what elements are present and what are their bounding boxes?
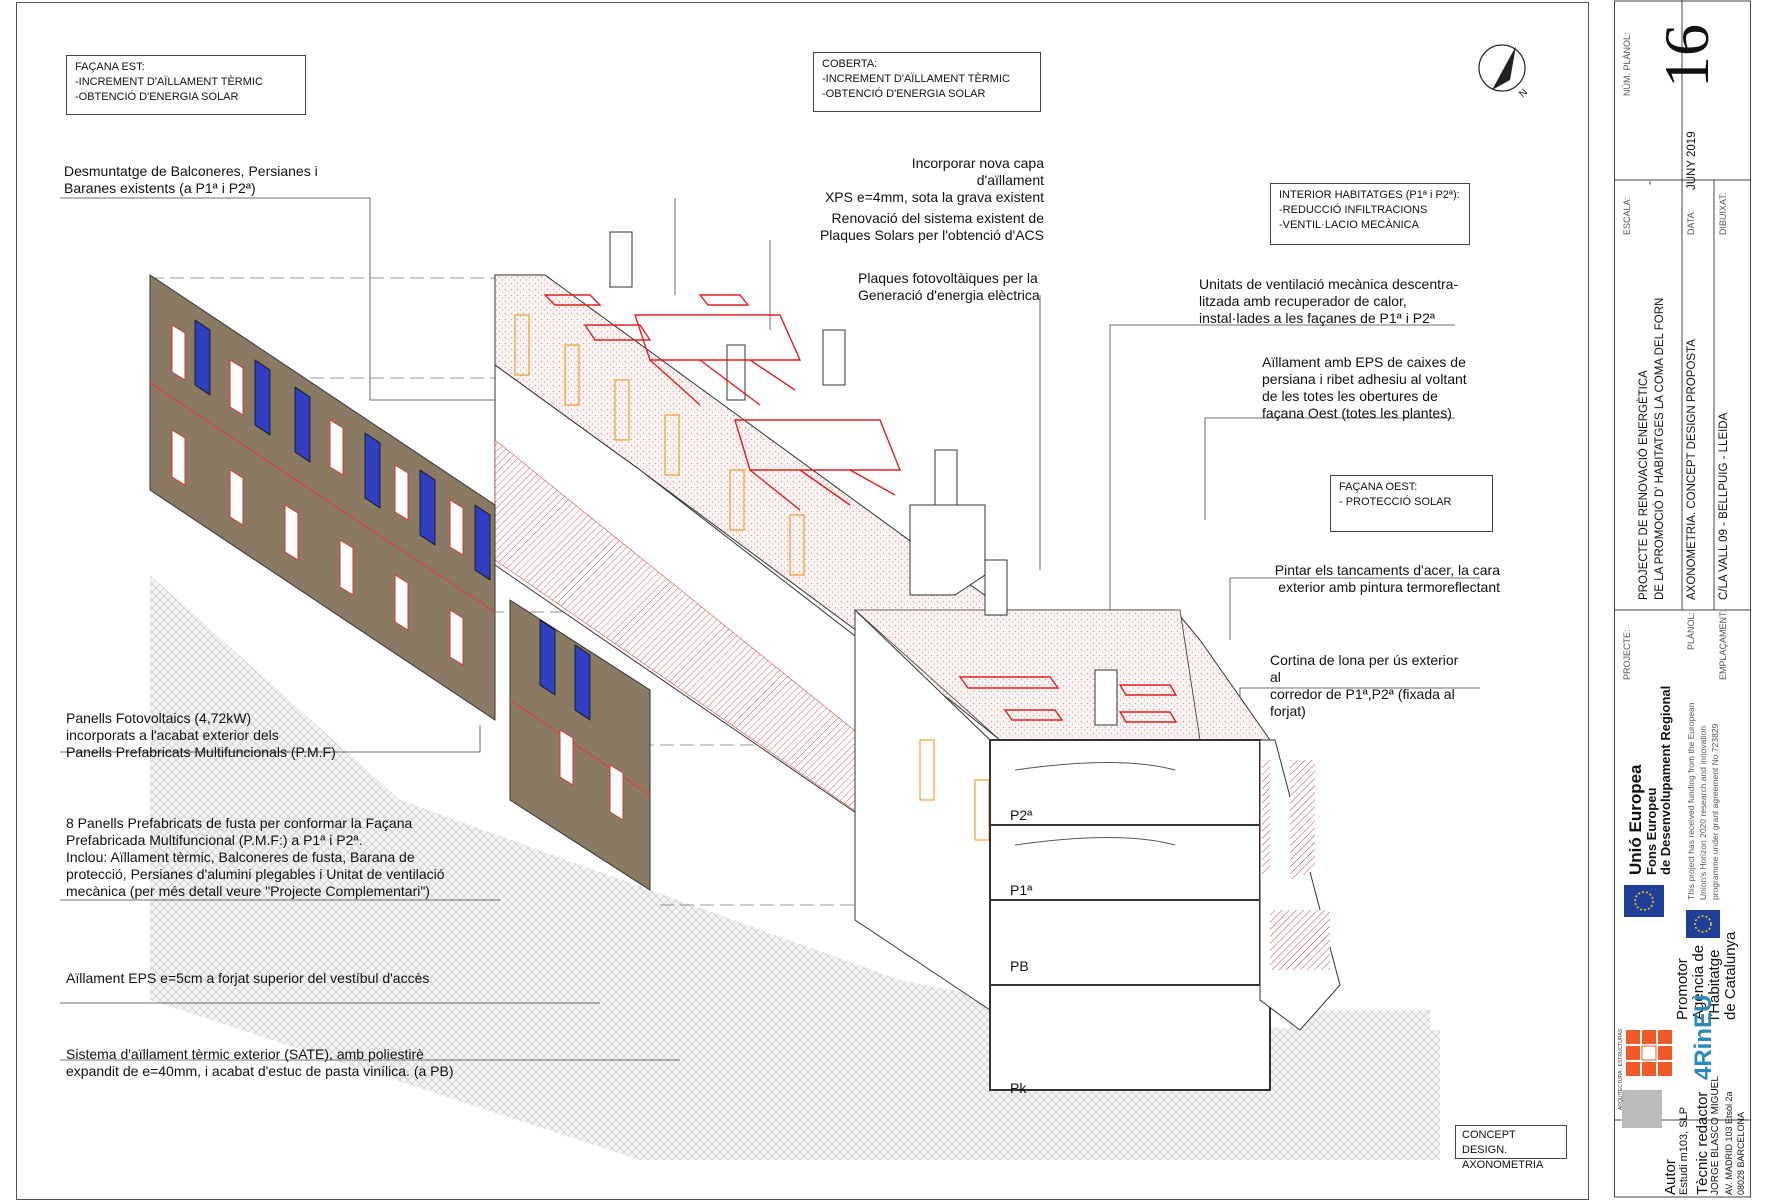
note-xps: Incorporar nova capa d'aïllament XPS e=4… <box>824 155 1044 205</box>
east-windows <box>514 314 990 841</box>
adreca-2: 08028 BARCELONA <box>1736 1111 1746 1195</box>
note-ventilacio: Unitats de ventilació mecànica descentra… <box>1199 276 1459 326</box>
note-eps-forjat: Aïllament EPS e=5cm a forjat superior de… <box>66 970 430 986</box>
escala-label: ESCALA: <box>1622 196 1632 235</box>
eu-fons: Fons Europeu <box>1644 787 1659 875</box>
note-fotovoltaiques: Plaques fotovoltàiques per la Generació … <box>858 270 1040 303</box>
box-interior: INTERIOR HABITATGES (P1ª i P2ª): -REDUCC… <box>1270 183 1470 245</box>
autor: Estudi m103, SLP <box>1678 1106 1690 1195</box>
note-cortina: Cortina de lona per ús exterior al corre… <box>1270 652 1459 719</box>
h2020-3: programme under grant agreement No 72382… <box>1710 723 1720 900</box>
level-p1: P1ª <box>1010 882 1033 898</box>
prefab-pv-panels <box>194 319 591 721</box>
note-panells-fv: Panells Fotovoltaics (4,72kW) incorporat… <box>66 710 336 760</box>
projecte-2: DE LA PROMOCIÓ D' HABITATGES LA COMA DEL… <box>1654 297 1666 600</box>
level-pb: PB <box>1010 958 1029 974</box>
projecte-label: PROJECTE: <box>1622 629 1632 680</box>
projecte-1: PROJECTE DE RENOVACIÓ ENERGÈTICA <box>1638 370 1650 600</box>
box-coberta: COBERTA: -INCREMENT D'AÏLLAMENT TÈRMIC -… <box>813 52 1041 112</box>
eu-title: Unió Europea <box>1626 764 1645 875</box>
tecnic: JORGE BLASCO MIGUEL <box>1710 1076 1721 1195</box>
data: JUNY 2019 <box>1686 131 1698 190</box>
tecnic-label: Tècnic redactor <box>1694 1091 1711 1195</box>
box-facana-oest: FAÇANA OEST: - PROTECCIÓ SOLAR <box>1330 475 1493 532</box>
level-p2: P2ª <box>1010 807 1033 823</box>
building-east-facade <box>494 275 991 1011</box>
box-facana-est: FAÇANA EST: -INCREMENT D'AÏLLAMENT TÈRMI… <box>66 55 306 115</box>
autor-label: Autor <box>1662 1159 1679 1195</box>
roof-solar-arrays <box>543 294 1178 723</box>
adreca-1: AV. MADRID 103 Etsòl 2a <box>1724 1091 1734 1195</box>
emplacament-label: EMPLAÇAMENT: <box>1718 609 1728 680</box>
prefab-windows <box>171 324 624 821</box>
arquitectura-logo-text: ARQUITECTURA · ESTRUCTURAS <box>1618 1028 1624 1110</box>
dibuixat-label: DIBUIXAT: <box>1718 192 1728 235</box>
note-desmuntatge: Desmuntatge de Balconeres, Persianes i B… <box>64 163 318 196</box>
eu-fons-2: de Desenvolupament Regional <box>1658 685 1673 875</box>
level-pk: Pk <box>1010 1080 1027 1096</box>
num-planol-label: NÚM. PLÀNOL: <box>1622 32 1632 96</box>
roof <box>494 231 1271 741</box>
escala: - <box>1644 181 1656 185</box>
data-label: DATA: <box>1686 209 1696 235</box>
rineu-logo: 4RinEU <box>1690 994 1717 1080</box>
h2020-1: This project has received funding from t… <box>1686 702 1696 900</box>
h2020-2: Union's Horizon 2020 research and innova… <box>1698 725 1708 900</box>
note-sate: Sistema d'aïllament tèrmic exterior (SAT… <box>66 1046 454 1079</box>
north-arrow <box>1478 44 1526 92</box>
section-cut <box>989 739 1341 1091</box>
planol: AXONOMETRIA. CONCEPT DESIGN PROPOSTA <box>1686 339 1698 600</box>
box-concept: CONCEPT DESIGN. AXONOMETRIA <box>1455 1125 1567 1171</box>
title-block: NÚM. PLÀNOL: 16 ESCALA: - DATA: JUNY 201… <box>1614 0 1765 1199</box>
note-plaques-acs: Renovació del sistema existent de Plaque… <box>819 210 1044 243</box>
emplacament: C/LA VALL 09 - BELLPUIG - LLEIDA <box>1718 412 1730 600</box>
note-eps-caixes: Aïllament amb EPS de caixes de persiana … <box>1262 354 1467 421</box>
planol-label: PLÀNOL: <box>1686 611 1696 650</box>
note-panells-fusta: 8 Panells Prefabricats de fusta per conf… <box>66 815 445 899</box>
note-pintar: Pintar els tancaments d'acer, la cara ex… <box>1274 562 1500 595</box>
title-block-frame <box>1614 0 1751 1198</box>
promotor-label: Promotor <box>1674 958 1691 1020</box>
num-planol: 16 <box>1651 24 1722 88</box>
agencia-3: de Catalunya <box>1722 931 1739 1020</box>
